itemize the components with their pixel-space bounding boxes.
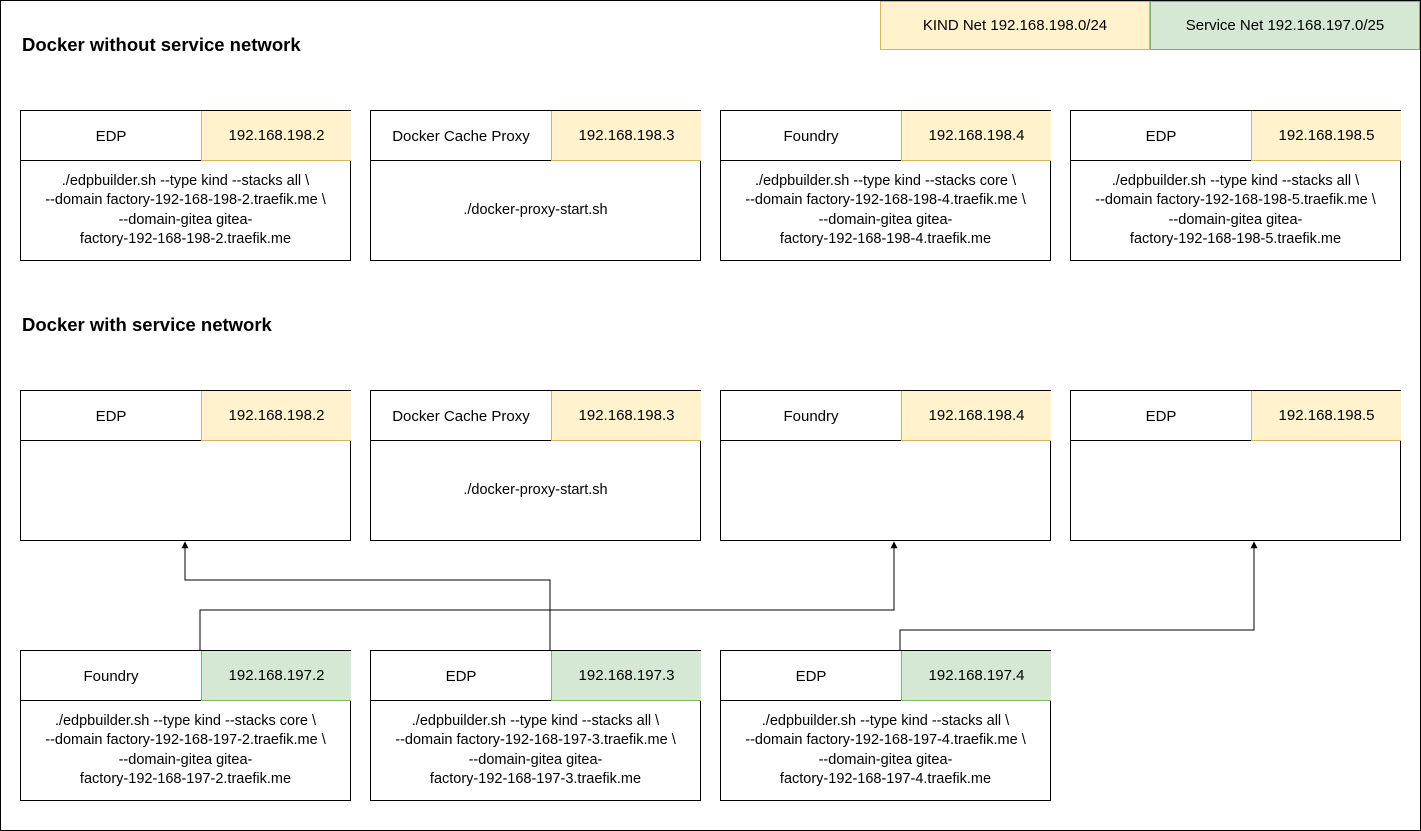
- node-name: Docker Cache Proxy: [392, 127, 530, 145]
- node-name: EDP: [95, 127, 127, 145]
- node-name: EDP: [1145, 127, 1177, 145]
- section-title-with-service-network: Docker with service network: [22, 314, 272, 335]
- node-command: ./edpbuilder.sh --type kind --stacks all…: [395, 712, 676, 788]
- node-ip: 192.168.197.2: [201, 651, 351, 701]
- node-command: ./edpbuilder.sh --type kind --stacks cor…: [45, 712, 326, 788]
- node-name: EDP: [445, 667, 477, 685]
- node-ip: 192.168.198.5: [1251, 391, 1401, 441]
- node-ip: 192.168.197.4: [901, 651, 1051, 701]
- node-command: ./edpbuilder.sh --type kind --stacks all…: [45, 172, 326, 248]
- connector-197-3-to-198-2: [181, 541, 551, 650]
- node-name: Foundry: [83, 667, 139, 685]
- host-foundry-198-4: Foundry 192.168.198.4: [720, 390, 1051, 541]
- node-edp-198-5: EDP 192.168.198.5 ./edpbuilder.sh --type…: [1070, 110, 1401, 261]
- connector-197-2-to-198-4: [199, 541, 898, 650]
- node-name: EDP: [1145, 407, 1177, 425]
- node-command: ./docker-proxy-start.sh: [463, 481, 608, 498]
- legend-kind-net: KIND Net 192.168.198.0/24: [880, 1, 1150, 50]
- service-edp-197-4: EDP 192.168.197.4 ./edpbuilder.sh --type…: [720, 650, 1051, 801]
- node-ip: 192.168.198.5: [1251, 111, 1401, 161]
- node-ip: 192.168.198.3: [551, 111, 701, 161]
- node-command: ./edpbuilder.sh --type kind --stacks all…: [1095, 172, 1376, 248]
- legend-service-net: Service Net 192.168.197.0/25: [1150, 1, 1420, 50]
- node-foundry-198-4: Foundry 192.168.198.4 ./edpbuilder.sh --…: [720, 110, 1051, 261]
- node-name: Docker Cache Proxy: [392, 407, 530, 425]
- host-edp-198-2: EDP 192.168.198.2: [20, 390, 351, 541]
- node-name: EDP: [95, 407, 127, 425]
- node-ip: 192.168.198.4: [901, 391, 1051, 441]
- section-title-without-service-network: Docker without service network: [22, 34, 301, 55]
- host-edp-198-5: EDP 192.168.198.5: [1070, 390, 1401, 541]
- node-command: ./edpbuilder.sh --type kind --stacks all…: [745, 712, 1026, 788]
- node-ip: 192.168.198.3: [551, 391, 701, 441]
- node-name: Foundry: [783, 407, 839, 425]
- host-docker-cache-proxy-198-3: Docker Cache Proxy 192.168.198.3 ./docke…: [370, 390, 701, 541]
- node-ip: 192.168.198.2: [201, 111, 351, 161]
- connector-197-4-to-198-5: [899, 541, 1258, 650]
- node-edp-198-2: EDP 192.168.198.2 ./edpbuilder.sh --type…: [20, 110, 351, 261]
- node-name: Foundry: [783, 127, 839, 145]
- node-name: EDP: [795, 667, 827, 685]
- node-ip: 192.168.197.3: [551, 651, 701, 701]
- node-command: ./docker-proxy-start.sh: [463, 201, 608, 218]
- node-command: ./edpbuilder.sh --type kind --stacks cor…: [745, 172, 1026, 248]
- service-edp-197-3: EDP 192.168.197.3 ./edpbuilder.sh --type…: [370, 650, 701, 801]
- node-docker-cache-proxy-198-3: Docker Cache Proxy 192.168.198.3 ./docke…: [370, 110, 701, 261]
- node-ip: 192.168.198.2: [201, 391, 351, 441]
- node-ip: 192.168.198.4: [901, 111, 1051, 161]
- service-foundry-197-2: Foundry 192.168.197.2 ./edpbuilder.sh --…: [20, 650, 351, 801]
